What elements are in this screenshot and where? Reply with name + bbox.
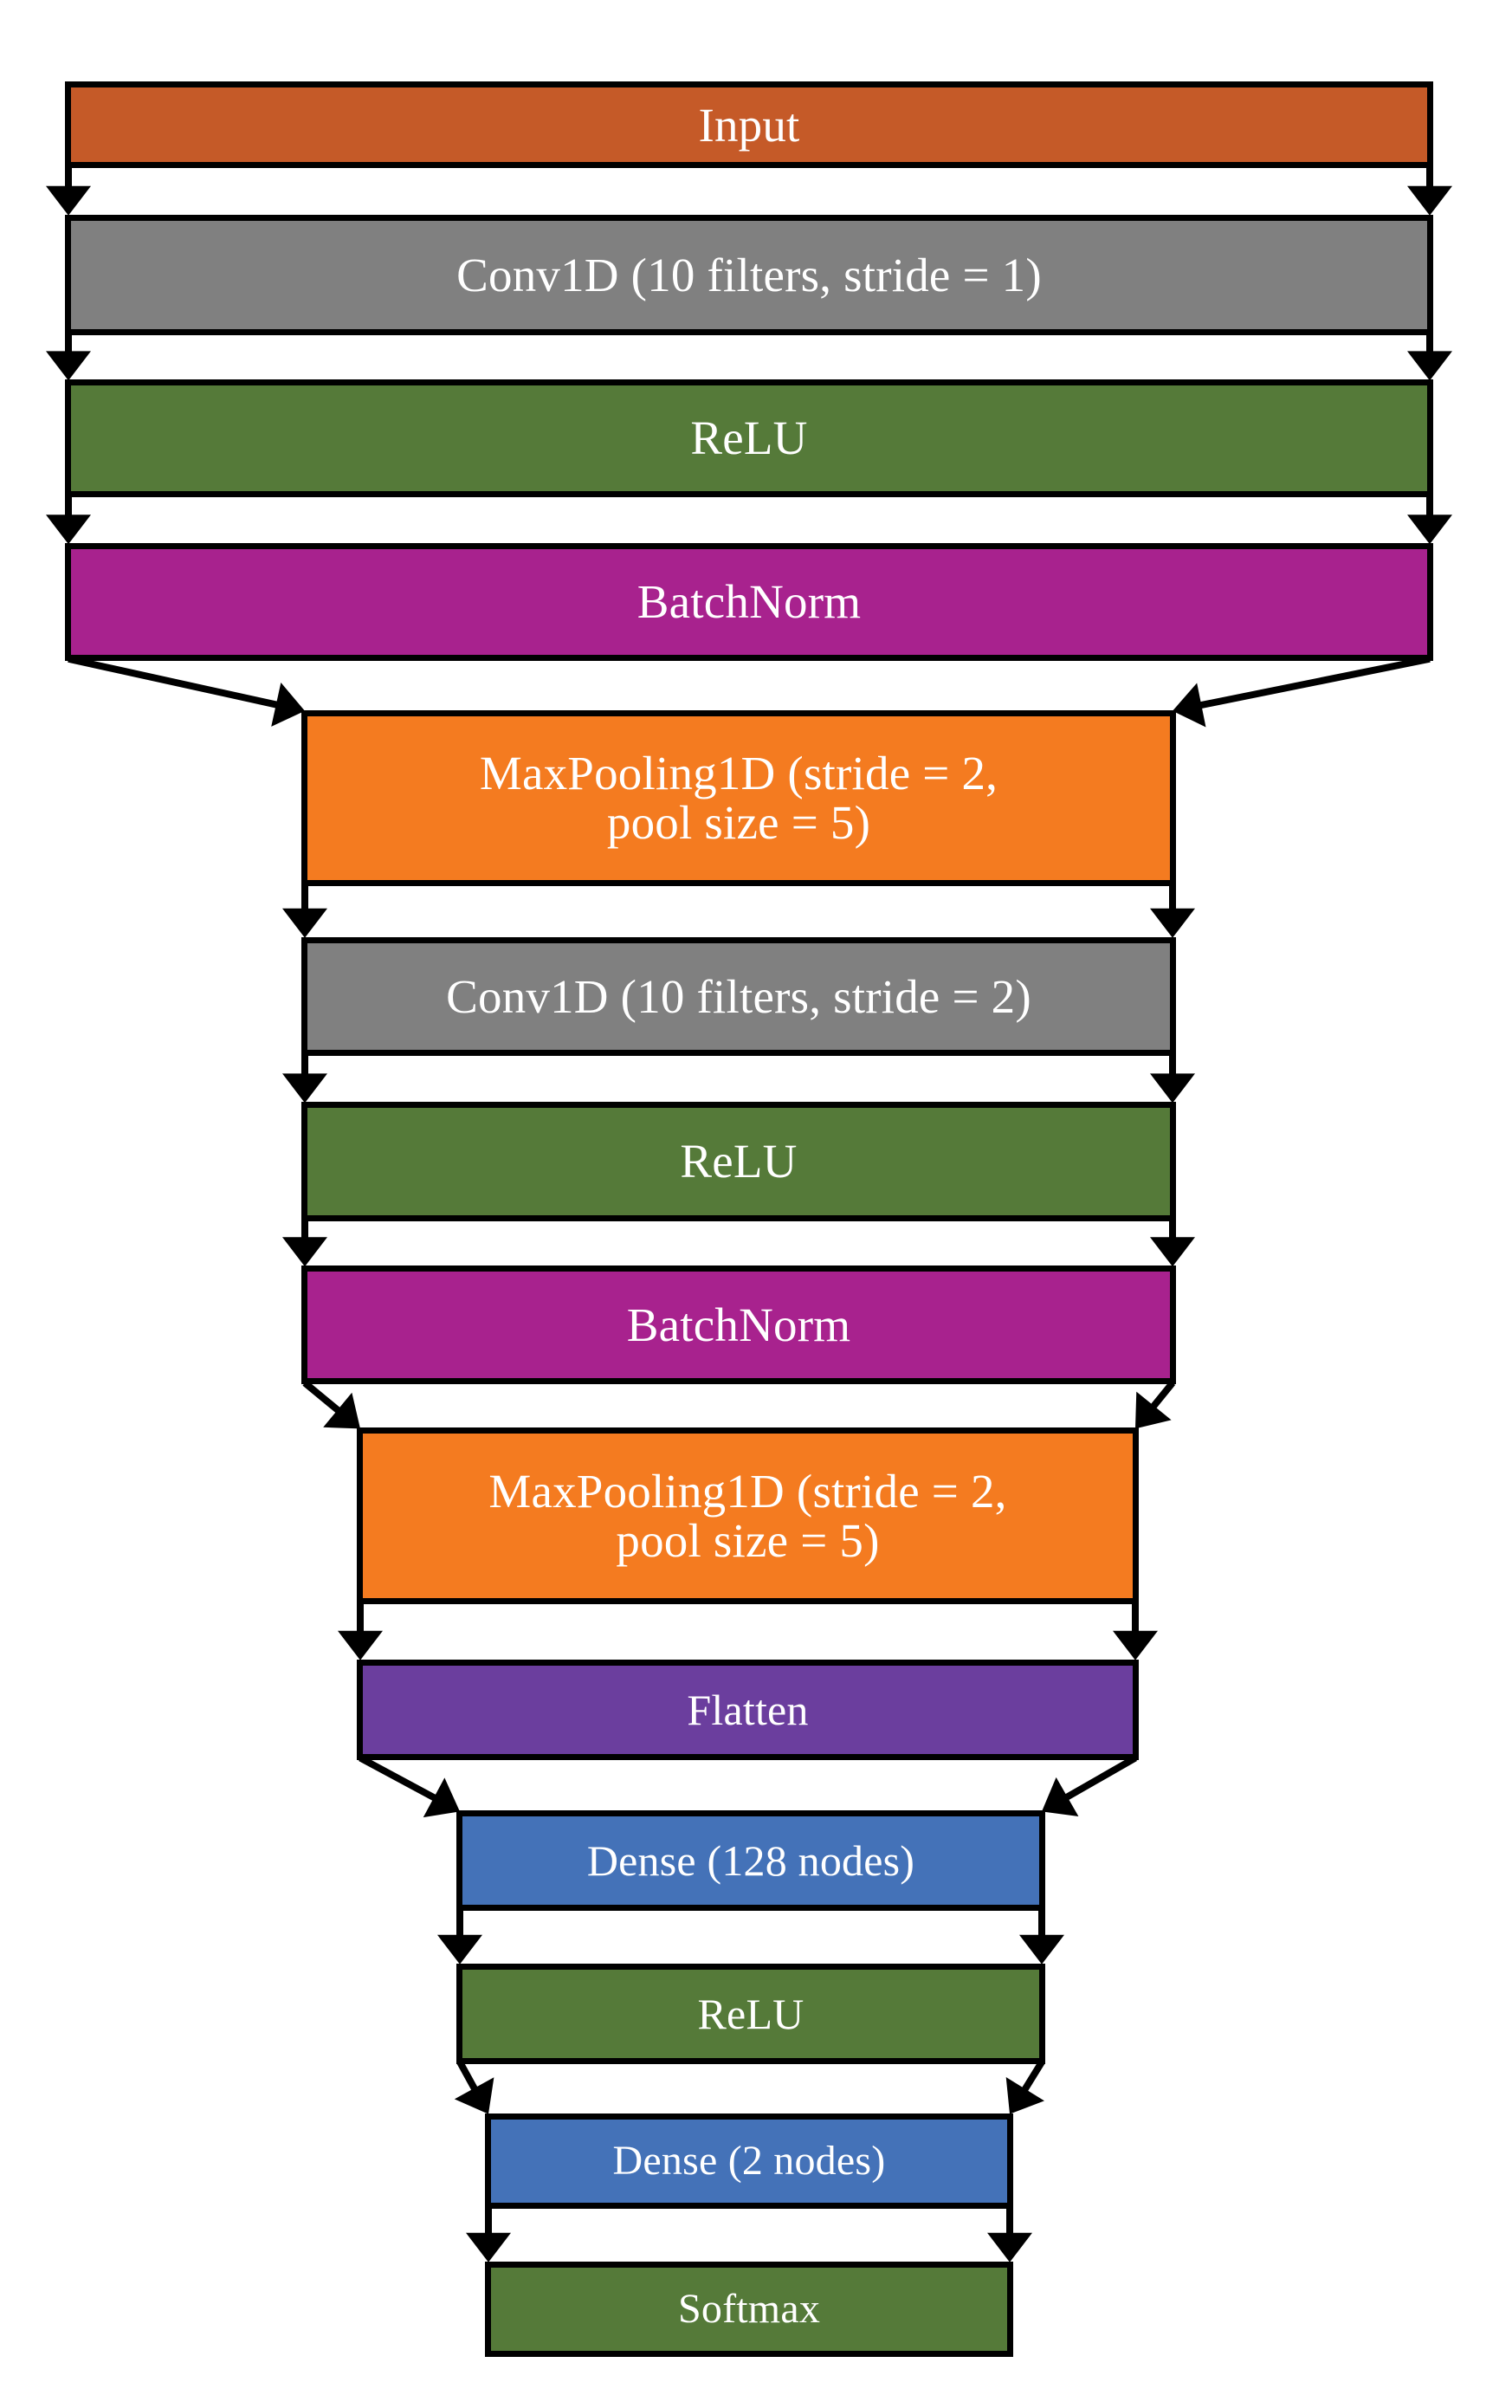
arrow-dense-128-to-relu-3-head-left	[437, 1934, 482, 1965]
arrow-maxpool-2-to-flatten-head-left	[338, 1630, 383, 1660]
layer-block-relu-1[interactable]: ReLU	[65, 379, 1433, 497]
layer-block-maxpool-2[interactable]: MaxPooling1D (stride = 2, pool size = 5)	[357, 1427, 1139, 1604]
layer-block-dense-128[interactable]: Dense (128 nodes)	[456, 1810, 1045, 1912]
arrow-conv1d-1-to-relu-1-head-left	[46, 351, 91, 381]
layer-block-dense-2[interactable]: Dense (2 nodes)	[485, 2113, 1013, 2210]
arrow-conv1d-2-to-relu-2-head-right	[1150, 1073, 1195, 1104]
arrow-batchnorm-2-to-maxpool-2-head-left	[323, 1392, 360, 1429]
arrow-batchnorm-1-to-maxpool-1-left	[68, 655, 284, 710]
arrow-batchnorm-2-to-maxpool-2-head-right	[1135, 1391, 1172, 1429]
arrow-maxpool-2-to-flatten-head-right	[1113, 1630, 1158, 1660]
layer-block-flatten[interactable]: Flatten	[357, 1659, 1139, 1760]
arrow-relu-1-to-batchnorm-1-head-right	[1407, 515, 1452, 545]
arrow-input-to-conv1d-1-head-left	[46, 185, 91, 216]
arrow-conv1d-1-to-relu-1-head-right	[1407, 351, 1452, 381]
arrow-relu-3-to-dense-2-head-right	[1005, 2077, 1044, 2114]
arrow-batchnorm-2-to-maxpool-2-left	[302, 1380, 346, 1417]
arrow-flatten-to-dense-128-head-left	[423, 1777, 460, 1818]
arrow-batchnorm-1-to-maxpool-1-head-right	[1173, 683, 1206, 728]
arrow-conv1d-2-to-relu-2-head-left	[282, 1073, 327, 1104]
arrow-maxpool-1-to-conv1d-2-head-right	[1150, 908, 1195, 938]
arrow-batchnorm-1-to-maxpool-1-head-left	[271, 683, 305, 727]
arrow-input-to-conv1d-1-head-right	[1407, 185, 1452, 216]
layer-block-relu-2[interactable]: ReLU	[301, 1102, 1176, 1221]
arrow-dense-2-to-softmax-head-right	[987, 2232, 1032, 2262]
layer-block-input[interactable]: Input	[65, 81, 1433, 169]
layer-block-softmax[interactable]: Softmax	[485, 2261, 1013, 2358]
layer-block-batchnorm-2[interactable]: BatchNorm	[301, 1265, 1176, 1385]
arrow-relu-1-to-batchnorm-1-head-left	[46, 515, 91, 545]
arrow-relu-2-to-batchnorm-2-head-right	[1150, 1237, 1195, 1267]
arrow-flatten-to-dense-128-left	[359, 1755, 442, 1804]
layer-block-conv1d-2[interactable]: Conv1D (10 filters, stride = 2)	[301, 936, 1176, 1056]
arrow-relu-3-to-dense-2-head-left	[454, 2077, 494, 2114]
arrow-relu-2-to-batchnorm-2-head-left	[282, 1237, 327, 1267]
arrow-batchnorm-1-to-maxpool-1-right	[1193, 655, 1431, 710]
arrow-dense-128-to-relu-3-head-right	[1019, 1934, 1064, 1965]
arrow-maxpool-1-to-conv1d-2-head-left	[282, 908, 327, 938]
arrow-flatten-to-dense-128-head-right	[1042, 1777, 1079, 1817]
arrow-dense-2-to-softmax-head-left	[466, 2232, 511, 2262]
layer-block-batchnorm-1[interactable]: BatchNorm	[65, 543, 1433, 661]
layer-block-maxpool-1[interactable]: MaxPooling1D (stride = 2, pool size = 5)	[301, 709, 1176, 886]
layer-block-conv1d-1[interactable]: Conv1D (10 filters, stride = 1)	[65, 214, 1433, 335]
layer-block-relu-3[interactable]: ReLU	[456, 1963, 1045, 2064]
arrow-flatten-to-dense-128-right	[1059, 1755, 1137, 1803]
